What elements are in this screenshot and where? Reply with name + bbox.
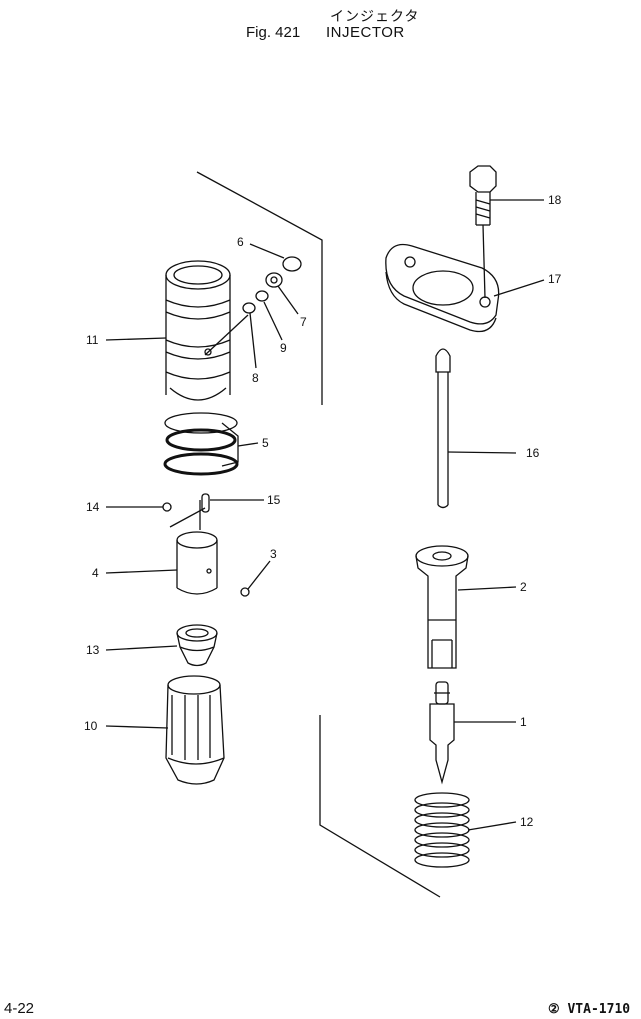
document-code: ② VTA-1710: [548, 1002, 631, 1017]
part-16-push-rod: [435, 348, 451, 509]
callout-4: 4: [92, 566, 99, 580]
leader-line-18b: [482, 224, 486, 299]
leader-line-7: [277, 285, 299, 315]
part-10-retainer: [165, 675, 225, 785]
callout-14: 14: [86, 500, 100, 514]
leader-line-13: [105, 645, 178, 651]
part-3-ball: [240, 587, 250, 597]
part-17-clamp-plate: [385, 243, 500, 333]
callout-8: 8: [252, 371, 259, 385]
part-2-plunger: [415, 545, 469, 669]
callout-16: 16: [526, 446, 540, 460]
callout-5: 5: [262, 436, 269, 450]
callout-6: 6: [237, 235, 244, 249]
part-18-bolt: [469, 165, 497, 226]
part-4-spacer: [176, 531, 218, 595]
bracket-line-15: [169, 507, 206, 528]
part-5-o-rings: [163, 412, 239, 476]
page-number: 4-22: [4, 1000, 35, 1017]
leader-line-5: [221, 422, 239, 467]
callout-3: 3: [270, 547, 277, 561]
callout-13: 13: [86, 643, 100, 657]
part-8-ring: [242, 302, 256, 314]
leader-line-4: [105, 569, 178, 574]
callout-15: 15: [267, 493, 281, 507]
part-11-injector-body: [165, 260, 231, 401]
leader-line-3: [247, 560, 271, 590]
title-japanese: インジェクタ: [330, 9, 420, 25]
callout-12: 12: [520, 815, 534, 829]
leader-line-17: [493, 279, 545, 297]
leader-line-11b: [204, 314, 249, 356]
part-14-ball: [162, 502, 172, 512]
part-13-tip-nut: [176, 624, 218, 667]
callout-1: 1: [520, 715, 527, 729]
leader-line-16: [447, 451, 517, 454]
part-15-pin: [201, 493, 210, 513]
part-12-spring: [414, 792, 470, 868]
part-6-ring: [282, 256, 302, 272]
leader-line-5b: [237, 442, 259, 447]
callout-9: 9: [280, 341, 287, 355]
leader-line-12: [467, 821, 517, 831]
leader-line-8: [249, 312, 257, 369]
page-title: INJECTOR: [326, 24, 405, 41]
callout-17: 17: [548, 272, 562, 286]
part-9-ring: [255, 290, 269, 302]
callout-10: 10: [84, 719, 98, 733]
leader-line-10: [105, 725, 169, 729]
leader-line-2: [457, 586, 517, 591]
leader-line-6: [249, 243, 285, 259]
part-1-needle: [429, 681, 455, 785]
leader-line-11: [105, 337, 167, 341]
part-7-ring-inner: [270, 276, 278, 284]
bracket-line-left: [196, 171, 323, 405]
leader-line-9: [263, 301, 283, 341]
callout-18: 18: [548, 193, 562, 207]
callout-7: 7: [300, 315, 307, 329]
bracket-line-right: [319, 715, 441, 898]
figure-number: Fig. 421: [246, 24, 301, 41]
part-7-ring: [265, 272, 283, 288]
callout-2: 2: [520, 580, 527, 594]
callout-11: 11: [86, 333, 99, 347]
